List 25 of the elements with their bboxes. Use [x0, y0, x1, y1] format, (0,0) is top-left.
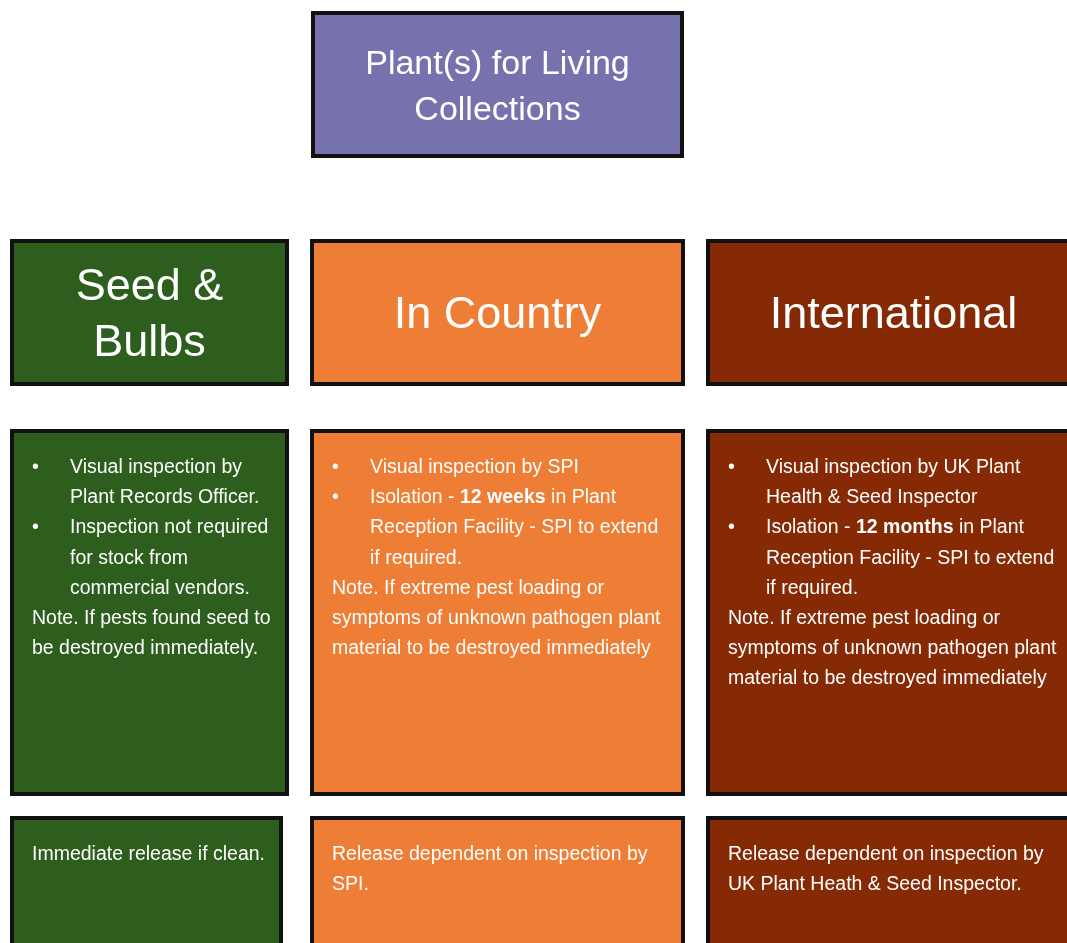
bullet-item: • Visual inspection by Plant Records Officer. — [32, 454, 261, 510]
note-text: Note. If extreme pest loading or symptoms of unknown pathogen plant material to be destroyed immediately — [728, 605, 1058, 691]
category-header — [310, 239, 685, 386]
release-panel — [10, 816, 283, 943]
bullet-item: • Inspection not required for stock from commercial vendors. — [32, 514, 270, 600]
heading-text: International — [769, 285, 1018, 340]
release-panel — [310, 816, 685, 943]
release-text: Immediate release if clean. — [32, 841, 267, 866]
bullet-item: • Visual inspection by SPI — [332, 454, 580, 479]
bullet-item: • Isolation - 12 months in Plant Reception Facility - SPI to extend if required. — [728, 514, 1056, 600]
heading-text: In Country — [393, 285, 602, 340]
release-panel — [706, 816, 1067, 943]
note-text: Note. If extreme pest loading or symptoms of unknown pathogen plant material to be destroyed immediately — [332, 574, 662, 661]
heading-text: Plant(s) for Living Collections — [364, 41, 631, 129]
release-text: Release dependent on inspection by SPI. — [332, 841, 649, 897]
inspection-panel — [10, 429, 289, 796]
inspection-panel — [706, 429, 1067, 796]
heading-text: Seed & Bulbs — [74, 257, 225, 368]
title-box — [311, 11, 684, 158]
bullet-item: • Isolation - 12 weeks in Plant Reception Facility - SPI to extend if required. — [332, 484, 660, 570]
category-header — [706, 239, 1067, 386]
inspection-panel — [310, 429, 685, 796]
release-text: Release dependent on inspection by UK Plant Heath & Seed Inspector. — [728, 841, 1045, 897]
note-text: Note. If pests found seed to be destroyed immediately. — [32, 605, 272, 661]
category-header — [10, 239, 289, 386]
